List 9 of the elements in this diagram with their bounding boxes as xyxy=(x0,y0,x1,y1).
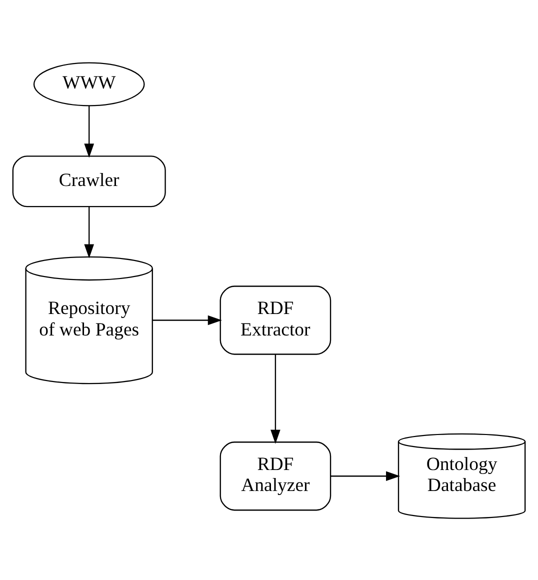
arrow xyxy=(84,206,94,258)
node-box: Crawler xyxy=(12,155,166,207)
node-box: RDF Extractor xyxy=(220,285,332,354)
arrow xyxy=(152,314,222,325)
arrow xyxy=(330,470,400,481)
node-box: RDF Analyzer xyxy=(220,441,332,510)
arrow xyxy=(84,105,94,158)
node-ellipse: WWW xyxy=(33,62,145,106)
arrow xyxy=(270,354,280,444)
